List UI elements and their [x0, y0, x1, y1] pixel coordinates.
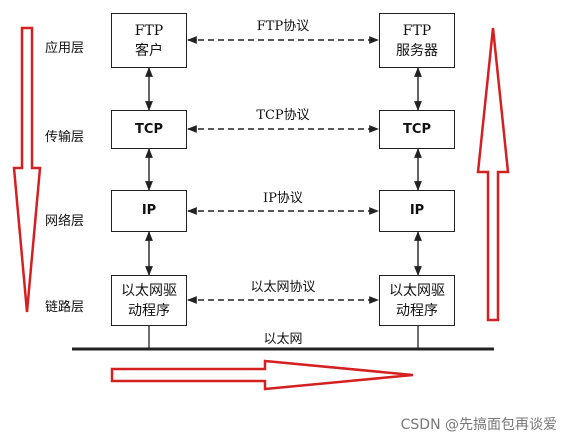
- left-ethernet-driver-label: 以太网驱动程序: [121, 282, 177, 319]
- right-ip-label: IP: [409, 203, 425, 218]
- left-tcp-box: TCP: [111, 110, 187, 149]
- left-tcp-label: TCP: [135, 121, 163, 137]
- ethernet-network-label: 以太网: [263, 332, 303, 347]
- watermark: CSDN @先搞面包再谈爱: [400, 417, 557, 433]
- down-flow-arrow: [12, 26, 42, 313]
- layer-label-application: 应用层: [45, 41, 85, 56]
- protocol-label-ip: IP协议: [263, 191, 303, 206]
- right-tcp-label: TCP: [403, 121, 431, 137]
- right-flow-arrow: [110, 359, 414, 391]
- right-ip-box: IP: [379, 190, 455, 232]
- protocol-label-ftp: FTP协议: [256, 19, 310, 34]
- protocol-label-ethernet: 以太网协议: [250, 280, 316, 295]
- layer-label-link: 链路层: [45, 300, 85, 315]
- layer-label-network: 网络层: [45, 214, 85, 229]
- right-ethernet-driver-box: 以太网驱动程序: [379, 275, 455, 326]
- left-ip-box: IP: [111, 190, 187, 232]
- up-flow-arrow: [476, 27, 510, 322]
- left-ethernet-driver-box: 以太网驱动程序: [111, 275, 187, 326]
- right-ethernet-driver-label: 以太网驱动程序: [389, 282, 445, 319]
- left-ip-label: IP: [141, 203, 157, 218]
- layer-label-transport: 传输层: [45, 130, 85, 145]
- right-tcp-box: TCP: [379, 110, 455, 149]
- protocol-label-tcp: TCP协议: [256, 108, 310, 123]
